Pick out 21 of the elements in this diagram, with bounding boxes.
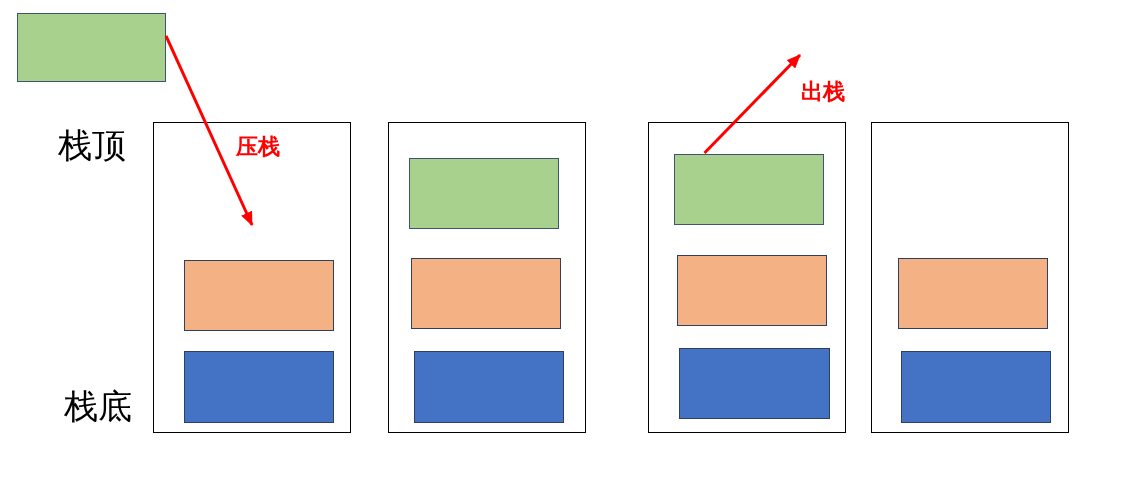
- side-label: 栈底: [64, 389, 132, 423]
- stack-item-block: [901, 351, 1051, 423]
- edge-label: 压栈: [234, 134, 282, 158]
- side-label: 栈顶: [58, 128, 126, 162]
- stack-item-block: [409, 158, 559, 229]
- stack-item-block: [17, 13, 166, 82]
- stack-container: [648, 122, 846, 433]
- stack-item-block: [184, 260, 334, 331]
- stack-item-block: [184, 351, 334, 423]
- stack-container: [388, 122, 586, 433]
- stack-item-block: [898, 258, 1048, 329]
- stack-item-block: [677, 255, 827, 326]
- arrow: [164, 35, 254, 226]
- edge-label: 出栈: [799, 79, 847, 103]
- stack-container: [153, 122, 351, 433]
- stack-container: [871, 122, 1069, 433]
- arrow: [703, 53, 802, 155]
- stack-item-block: [674, 154, 824, 225]
- stack-item-block: [414, 351, 564, 423]
- stack-item-block: [411, 258, 561, 329]
- stack-item-block: [679, 348, 830, 419]
